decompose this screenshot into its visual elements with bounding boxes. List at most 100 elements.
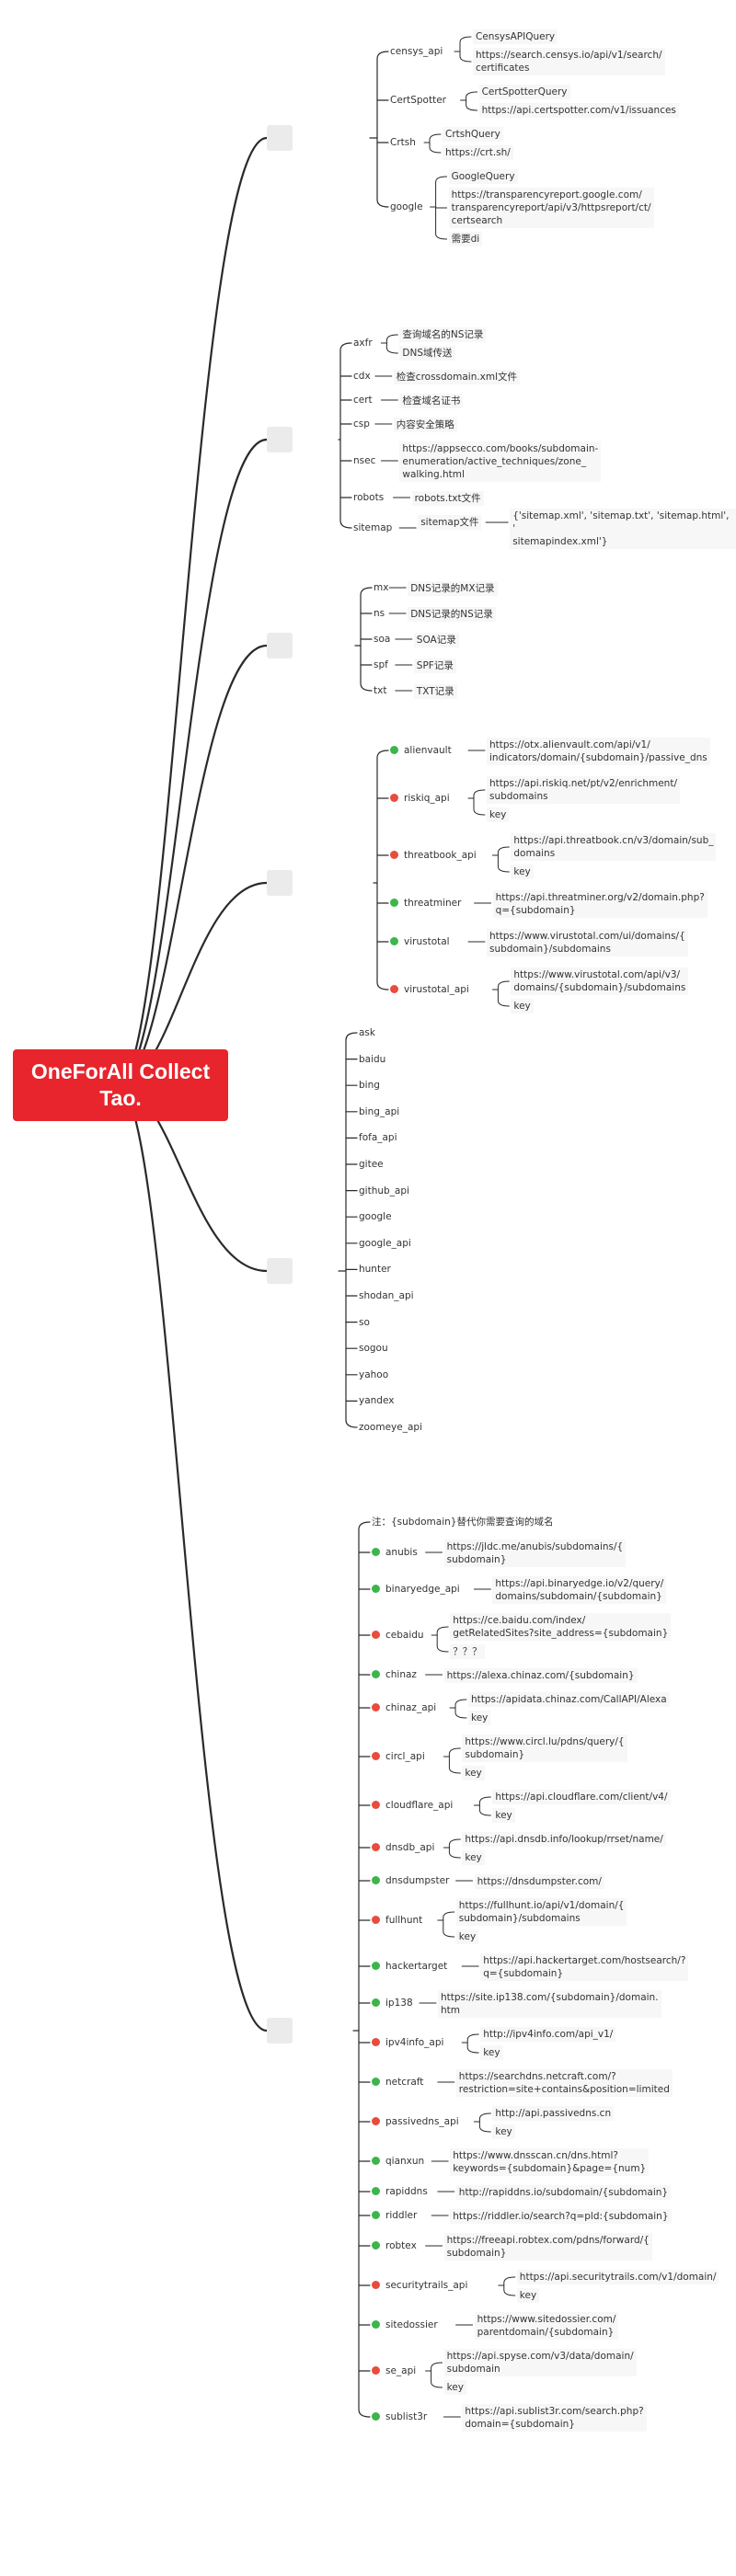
item-search-yahoo[interactable]: yahoo: [359, 1368, 388, 1381]
item-label: anubis: [385, 1547, 418, 1558]
item-search-yandex[interactable]: yandex: [359, 1394, 394, 1407]
item-datasets-robtex[interactable]: robtex: [372, 2239, 417, 2252]
item-datasets-netcraft[interactable]: netcraft: [372, 2076, 423, 2089]
item-datasets-chinaz-api[interactable]: chinaz_api: [372, 1701, 436, 1714]
connector-line: [376, 750, 389, 990]
item-datasets-binaryedge-api[interactable]: binaryedge_api: [372, 1583, 460, 1596]
item-intelligence-virustotal-api[interactable]: virustotal_api: [390, 983, 469, 996]
item-certificates-google[interactable]: google: [390, 200, 423, 213]
item-check-nsec[interactable]: nsec: [353, 454, 375, 467]
item-search-baidu[interactable]: baidu: [359, 1053, 385, 1066]
category-intelligence[interactable]: [267, 870, 293, 896]
item-check-cert[interactable]: cert: [353, 394, 373, 406]
item-search-shodan-api[interactable]: shodan_api: [359, 1289, 414, 1302]
item-label: chinaz_api: [385, 1702, 437, 1713]
item-datasets-ipv4info-api[interactable]: ipv4info_api: [372, 2036, 443, 2049]
category-dnsquery[interactable]: [267, 633, 293, 658]
leaf-intelligence-2-1: key: [511, 864, 534, 879]
item-search-bing[interactable]: bing: [359, 1079, 380, 1092]
item-dnsquery-mx[interactable]: mx: [374, 581, 388, 594]
item-dnsquery-spf[interactable]: spf: [374, 658, 388, 671]
item-datasets-cebaidu[interactable]: cebaidu: [372, 1629, 424, 1642]
root-node[interactable]: OneForAll Collect Tao.: [13, 1049, 228, 1121]
status-dot-green-icon: [372, 2211, 380, 2219]
connector-line: [116, 1083, 269, 2032]
item-datasets-rapiddns[interactable]: rapiddns: [372, 2185, 428, 2198]
item-search-fofa-api[interactable]: fofa_api: [359, 1131, 397, 1144]
item-datasets-se-api[interactable]: se_api: [372, 2364, 416, 2377]
item-dnsquery-txt[interactable]: txt: [374, 684, 386, 697]
leaf-datasets-10-0: https://api.hackertarget.com/hostsearch/…: [480, 1953, 689, 1981]
item-check-csp[interactable]: csp: [353, 418, 370, 430]
item-dnsquery-soa[interactable]: soa: [374, 633, 390, 646]
leaf-dnsquery-4-0: TXT记录: [413, 684, 457, 699]
item-search-bing-api[interactable]: bing_api: [359, 1105, 399, 1118]
item-check-robots[interactable]: robots: [353, 491, 384, 504]
item-datasets-sublist3r[interactable]: sublist3r: [372, 2410, 427, 2423]
item-certificates-certspotter[interactable]: CertSpotter: [390, 94, 446, 107]
item-label: circl_api: [385, 1751, 425, 1762]
connector-line: [478, 1796, 491, 1816]
item-datasets-anubis[interactable]: anubis: [372, 1546, 418, 1559]
leaf-intelligence-5-0: https://www.virustotal.com/api/v3/domain…: [511, 967, 689, 995]
leaf-datasets-13-0: https://searchdns.netcraft.com/?restrict…: [455, 2069, 673, 2097]
item-label: sublist3r: [385, 2411, 428, 2422]
item-label: nsec: [353, 455, 376, 466]
item-certificates-crtsh[interactable]: Crtsh: [390, 136, 416, 149]
item-search-hunter[interactable]: hunter: [359, 1263, 391, 1276]
status-dot-green-icon: [372, 1670, 380, 1678]
item-label: sitedossier: [385, 2319, 438, 2330]
item-search-ask[interactable]: ask: [359, 1026, 375, 1039]
item-search-google[interactable]: google: [359, 1210, 392, 1223]
item-label: riskiq_api: [404, 793, 450, 804]
item-search-so[interactable]: so: [359, 1316, 370, 1329]
category-certificates[interactable]: [267, 125, 293, 151]
item-datasets-ip138[interactable]: ip138: [372, 1997, 413, 2009]
leaf-datasets-9-1: key: [455, 1929, 479, 1944]
connector-line: [497, 980, 510, 1007]
item-intelligence-riskiq-api[interactable]: riskiq_api: [390, 792, 450, 805]
leaf-datasets-6-0: https://api.cloudflare.com/client/v4/: [492, 1790, 671, 1804]
item-search-zoomeye-api[interactable]: zoomeye_api: [359, 1421, 422, 1434]
item-check-cdx[interactable]: cdx: [353, 370, 371, 383]
item-check-sitemap[interactable]: sitemap: [353, 521, 392, 534]
item-datasets-sitedossier[interactable]: sitedossier: [372, 2318, 438, 2331]
leaf-intelligence-5-1: key: [511, 999, 534, 1013]
item-datasets-hackertarget[interactable]: hackertarget: [372, 1960, 447, 1973]
item-label: cebaidu: [385, 1630, 424, 1641]
item-label: sogou: [359, 1343, 388, 1355]
category-datasets[interactable]: [267, 2018, 293, 2044]
category-search[interactable]: [267, 1258, 293, 1284]
leaf-check-4-0: https://appsecco.com/books/subdomain-enu…: [399, 441, 602, 482]
item-datasets-dnsdb-api[interactable]: dnsdb_api: [372, 1841, 434, 1854]
item-search-github-api[interactable]: github_api: [359, 1185, 409, 1197]
item-datasets-dnsdumpster[interactable]: dnsdumpster: [372, 1874, 449, 1887]
category-check[interactable]: [267, 427, 293, 452]
leaf-certificates-3-0: GoogleQuery: [448, 169, 518, 184]
item-datasets-qianxun[interactable]: qianxun: [372, 2155, 424, 2168]
item-check-axfr[interactable]: axfr: [353, 337, 373, 349]
item-intelligence-virustotal[interactable]: virustotal: [390, 935, 450, 948]
item-search-google-api[interactable]: google_api: [359, 1237, 411, 1250]
item-intelligence-threatbook-api[interactable]: threatbook_api: [390, 849, 477, 862]
status-dot-green-icon: [390, 899, 398, 907]
connector-line: [429, 133, 442, 154]
status-dot-green-icon: [390, 746, 398, 754]
item-search-sogou[interactable]: sogou: [359, 1342, 388, 1355]
item-search-gitee[interactable]: gitee: [359, 1158, 384, 1171]
item-label: yandex: [359, 1395, 395, 1407]
item-certificates-censys-api[interactable]: censys_api: [390, 45, 443, 58]
leaf-intelligence-4-0: https://www.virustotal.com/ui/domains/{s…: [487, 929, 688, 956]
item-intelligence-alienvault[interactable]: alienvault: [390, 744, 452, 757]
item-datasets-fullhunt[interactable]: fullhunt: [372, 1914, 422, 1927]
item-datasets-riddler[interactable]: riddler: [372, 2209, 417, 2222]
status-dot-green-icon: [372, 1876, 380, 1884]
item-datasets-passivedns-api[interactable]: passivedns_api: [372, 2115, 459, 2128]
item-datasets-circl-api[interactable]: circl_api: [372, 1750, 425, 1763]
item-dnsquery-ns[interactable]: ns: [374, 607, 385, 620]
item-intelligence-threatminer[interactable]: threatminer: [390, 897, 461, 910]
item-datasets-chinaz[interactable]: chinaz: [372, 1668, 417, 1681]
leaf-datasets-20-0: https://www.sitedossier.com/parentdomain…: [474, 2312, 619, 2340]
item-datasets-cloudflare-api[interactable]: cloudflare_api: [372, 1799, 453, 1812]
item-datasets-securitytrails-api[interactable]: securitytrails_api: [372, 2279, 467, 2292]
